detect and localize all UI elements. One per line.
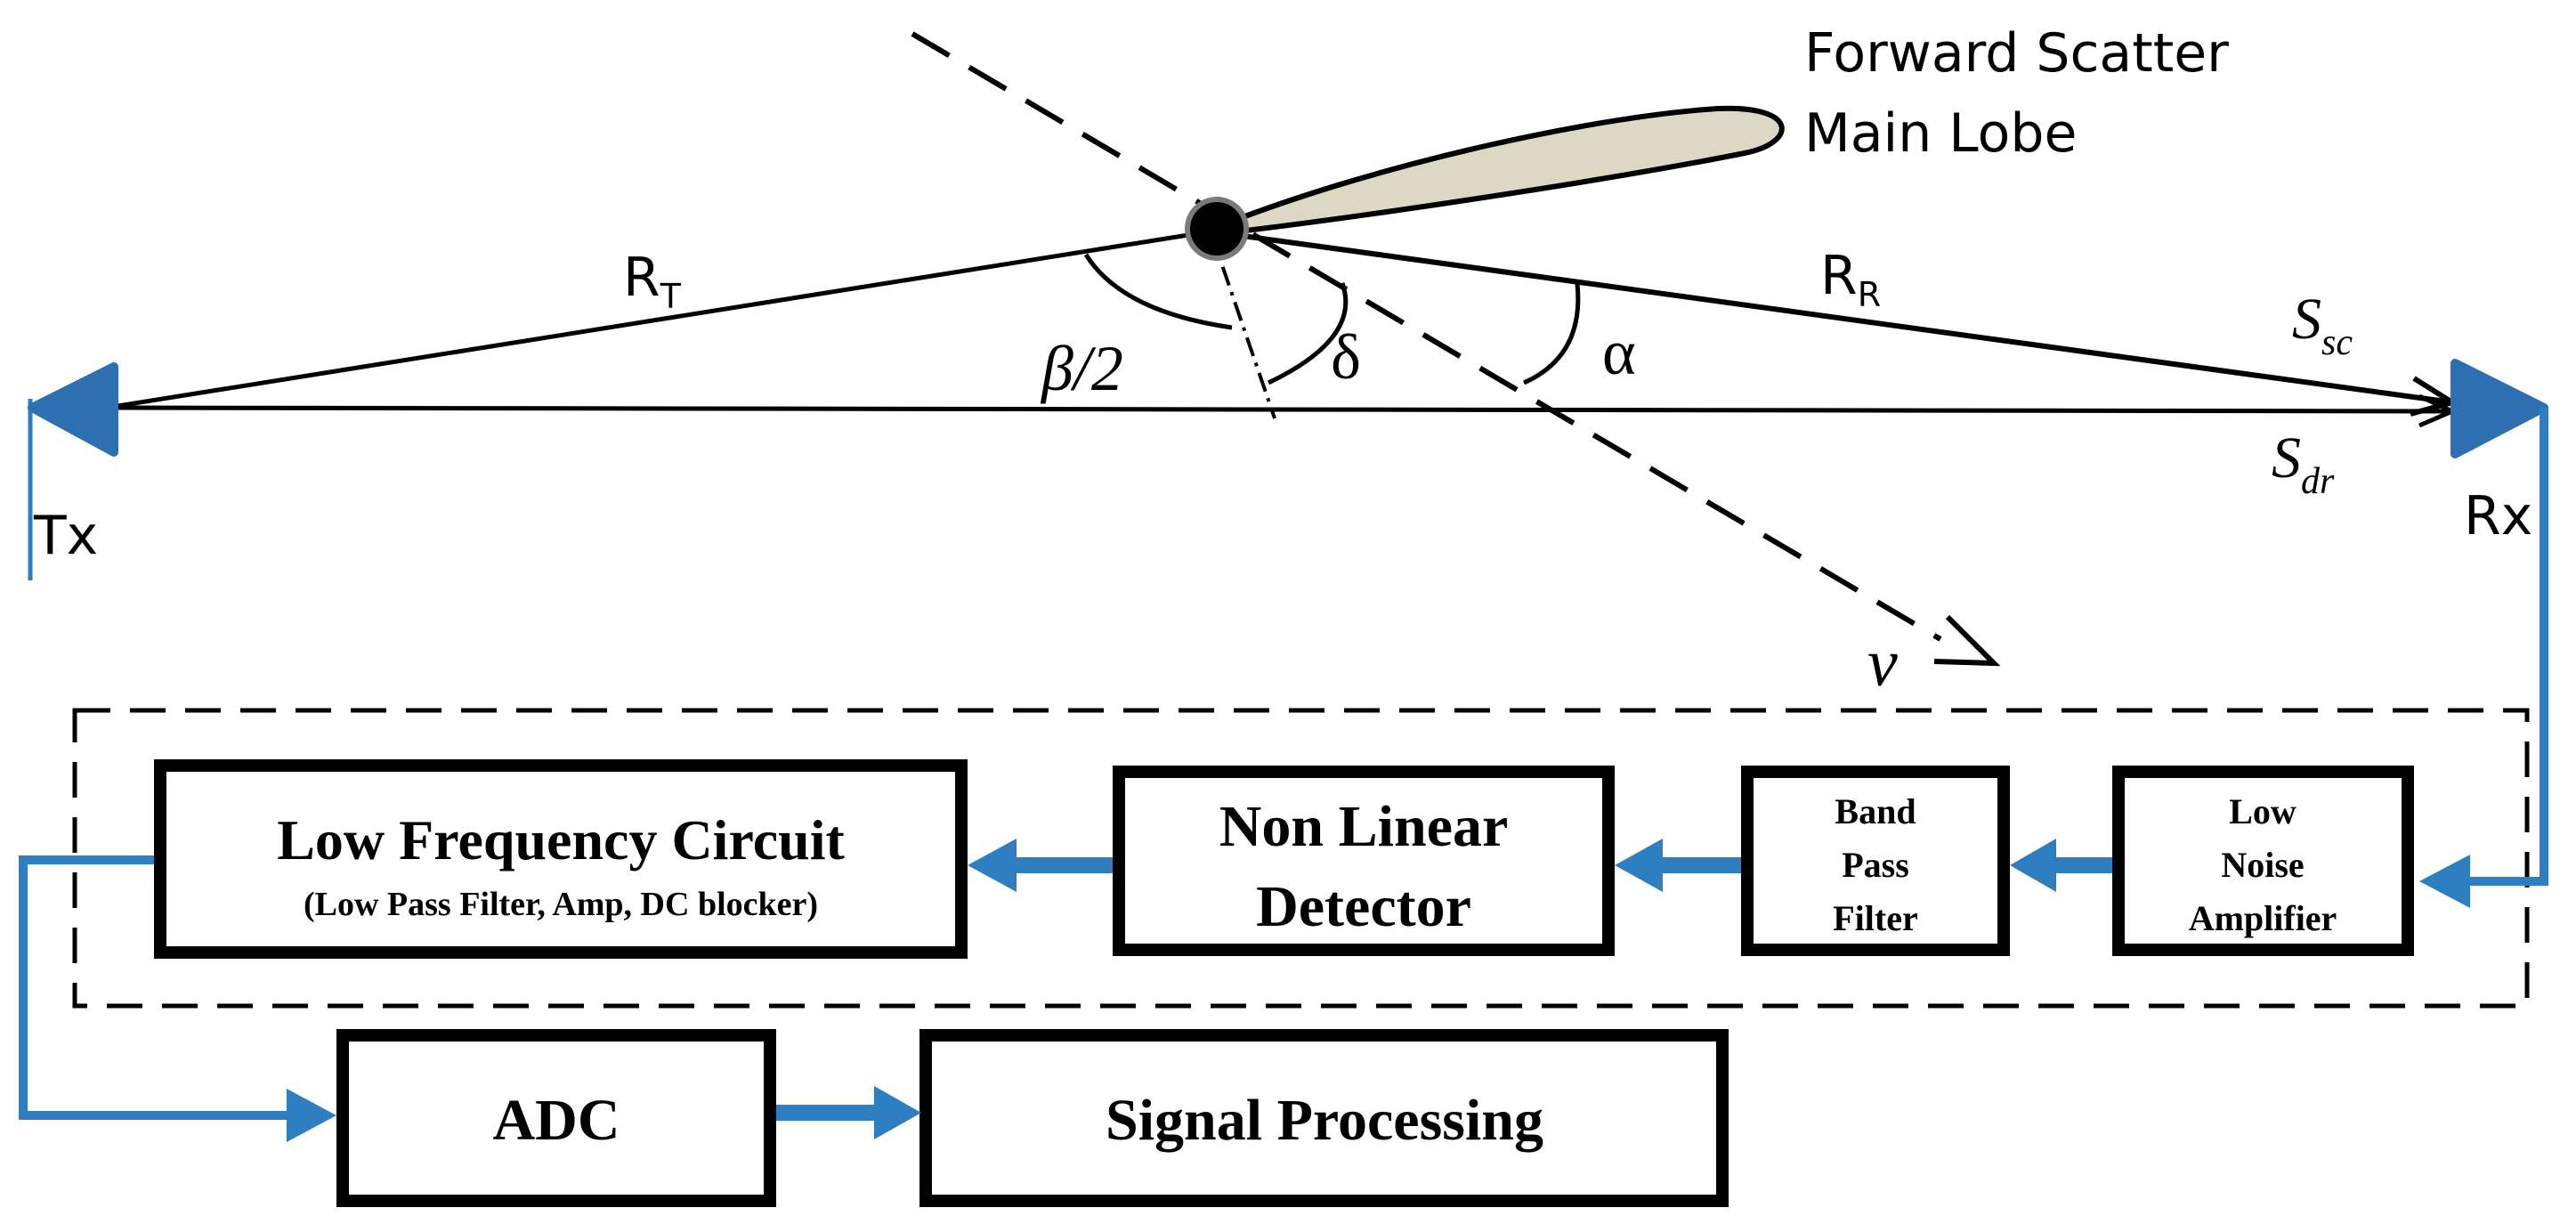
delta-label: δ: [1331, 321, 1361, 393]
bpf-line2: Pass: [1842, 845, 1909, 885]
lfc-subtitle: (Low Pass Filter, Amp, DC blocker): [304, 886, 818, 923]
non-linear-detector-block: [1113, 766, 1615, 956]
beta-arc: [1083, 253, 1233, 330]
tx-label: Tx: [33, 505, 98, 567]
lna-line1: Low: [2229, 791, 2297, 831]
receiver-enclosure: [72, 708, 2530, 1009]
signal-processing-block: [919, 1029, 1729, 1207]
rx-label: Rx: [2464, 485, 2532, 547]
lfc-title: Low Frequency Circuit: [277, 808, 845, 871]
bisector-line: [1209, 231, 1276, 419]
alpha-arc: [1522, 283, 1581, 385]
lfc-to-adc-wire: [19, 855, 289, 1120]
geometry-lines: [106, 31, 2459, 667]
rr-line: [1210, 229, 2453, 405]
rx-to-lna-wire: [2470, 408, 2548, 886]
nld-line1: Non Linear: [1219, 794, 1509, 859]
signal-path: [19, 408, 2548, 1142]
velocity-dashed-line: [911, 31, 1942, 642]
adc-block: [336, 1029, 776, 1207]
lobe-label-line1: Forward Scatter: [1804, 22, 2229, 85]
lfc-to-adc-arrowhead: [287, 1089, 336, 1142]
band-pass-filter-block: [1741, 766, 2010, 956]
rx-to-lna-arrowhead: [2419, 855, 2470, 908]
bpf-line1: Band: [1835, 791, 1916, 831]
alpha-label: α: [1602, 317, 1636, 388]
rx-antenna-icon: [2450, 359, 2548, 458]
rr-label: RR: [1820, 245, 1881, 314]
ssc-label: Ssc: [2292, 287, 2353, 363]
bpf-to-nld-arrowhead: [1615, 839, 1663, 892]
bpf-line3: Filter: [1833, 898, 1918, 938]
rt-label: RT: [623, 247, 682, 316]
velocity-arrowhead: [1933, 614, 2001, 667]
adc-to-sp-arrowhead: [874, 1086, 921, 1139]
sdr-label: Sdr: [2272, 426, 2335, 502]
lna-line3: Amplifier: [2189, 898, 2337, 938]
lna-line2: Noise: [2221, 845, 2304, 885]
lna-to-bpf-arrowhead: [2010, 839, 2056, 892]
nld-to-lfc-arrowhead: [968, 839, 1017, 892]
main-lobe-shape: [1221, 105, 1785, 237]
lobe-label-line2: Main Lobe: [1804, 102, 2077, 165]
velocity-label: v: [1867, 626, 1898, 701]
low-noise-amplifier-block: [2112, 766, 2414, 956]
baseline-line: [106, 405, 2453, 414]
low-frequency-circuit-block: [154, 759, 968, 959]
delta-arc: [1267, 282, 1349, 385]
signal-processing-label: Signal Processing: [1106, 1088, 1543, 1153]
tx-antenna-icon: [28, 362, 118, 580]
adc-label: ADC: [493, 1088, 620, 1153]
target-dot: [1190, 202, 1243, 255]
rt-line: [106, 229, 1211, 410]
nld-line2: Detector: [1256, 874, 1471, 939]
beta-label: β/2: [1040, 333, 1123, 404]
